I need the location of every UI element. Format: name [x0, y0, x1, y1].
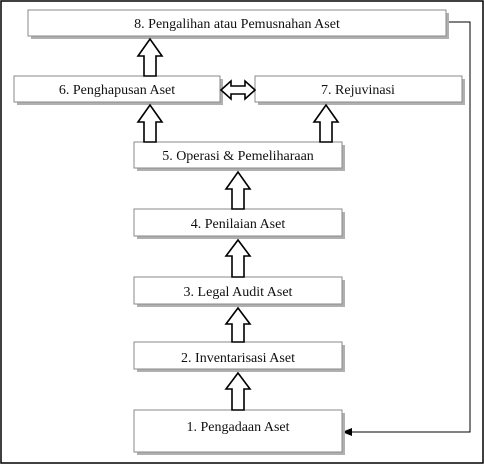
flow-arrow-6-7-bidirectional: [219, 79, 257, 101]
step-label-4: 4. Penilaian Aset: [191, 217, 286, 232]
flow-arrow-4-to-5: [224, 170, 252, 210]
step-box-8: 8. Pengalihan atau Pemusnahan Aset: [27, 9, 449, 39]
flow-arrow-1-to-2: [224, 371, 252, 411]
step-label-1: 1. Pengadaan Aset: [186, 420, 289, 435]
flow-arrow-5-to-7: [312, 103, 340, 143]
step-label-2: 2. Inventarisasi Aset: [181, 351, 295, 366]
step-label-5: 5. Operasi & Pemeliharaan: [162, 149, 314, 164]
flow-arrow-6-to-8: [136, 37, 164, 77]
step-box-7: 7. Rejuvinasi: [254, 75, 465, 105]
step-box-3: 3. Legal Audit Aset: [133, 276, 345, 307]
step-label-7: 7. Rejuvinasi: [321, 83, 395, 98]
step-box-6: 6. Penghapusan Aset: [13, 75, 223, 105]
flow-arrow-3-to-4: [224, 238, 252, 278]
step-box-5: 5. Operasi & Pemeliharaan: [133, 141, 345, 171]
flow-arrow-2-to-3: [224, 306, 252, 343]
step-label-3: 3. Legal Audit Aset: [184, 285, 293, 300]
step-box-4: 4. Penilaian Aset: [133, 208, 345, 239]
step-label-8: 8. Pengalihan atau Pemusnahan Aset: [134, 17, 340, 32]
step-box-1: 1. Pengadaan Aset: [133, 409, 345, 455]
loop-connector-8-to-1: [342, 21, 471, 436]
step-label-6: 6. Penghapusan Aset: [59, 83, 175, 98]
flow-arrow-5-to-6: [136, 103, 164, 143]
step-box-2: 2. Inventarisasi Aset: [133, 341, 345, 372]
